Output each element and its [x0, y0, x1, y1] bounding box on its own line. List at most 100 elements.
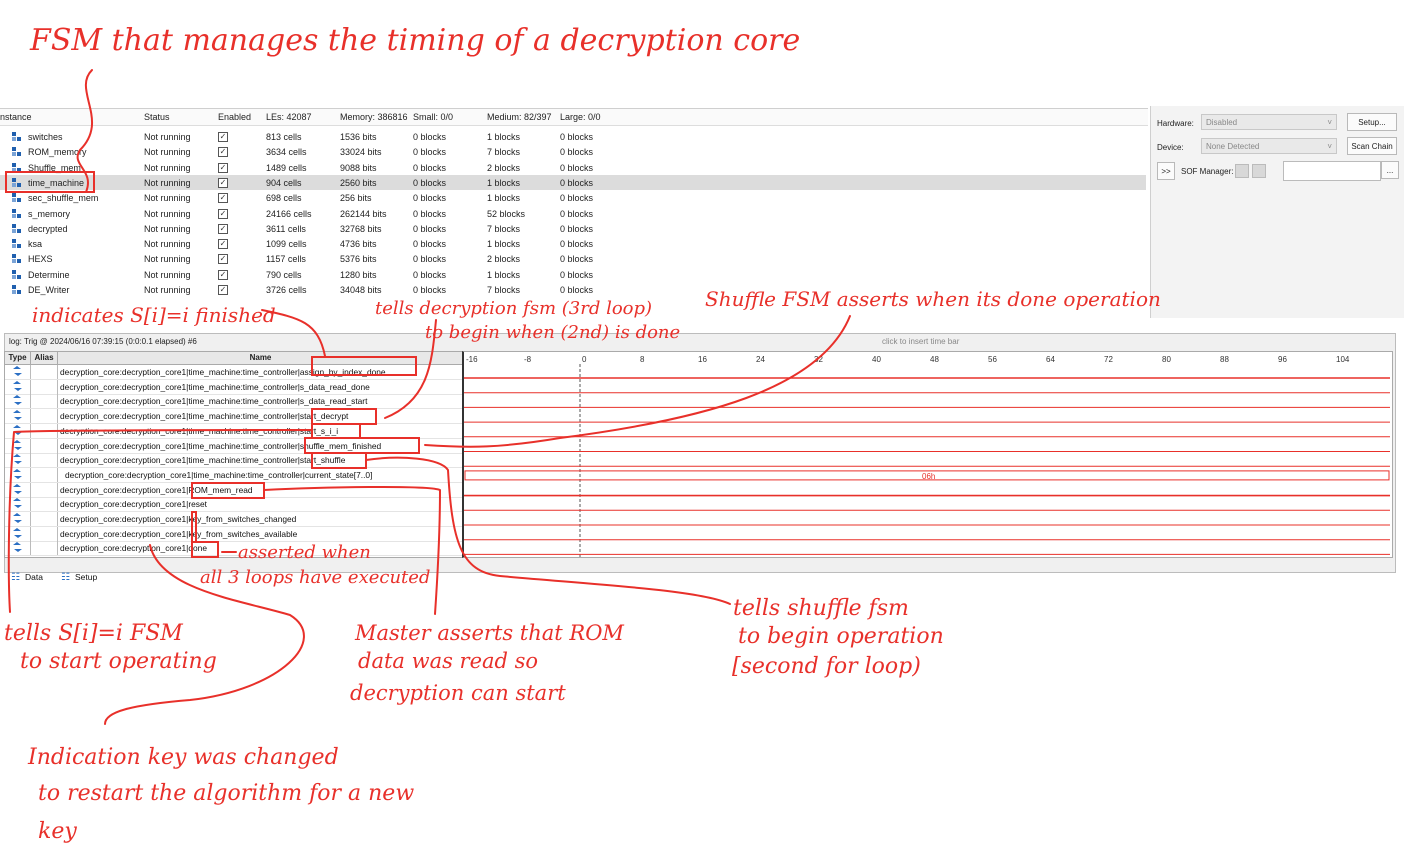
signal-type-cell [5, 482, 31, 497]
signal-row[interactable]: decryption_core:decryption_core1|time_ma… [5, 453, 463, 469]
signal-type-cell [5, 379, 31, 394]
signal-row[interactable]: decryption_core:decryption_core1|reset [5, 497, 463, 513]
col-medium[interactable]: Medium: 82/397 [487, 112, 552, 122]
instance-large: 0 blocks [560, 239, 594, 250]
signal-row[interactable]: decryption_core:decryption_core1|time_ma… [5, 394, 463, 410]
signal-row[interactable]: decryption_core:decryption_core1|time_ma… [5, 379, 463, 395]
instance-small: 0 blocks [413, 147, 447, 158]
device-select[interactable]: None Detected ˅ [1201, 138, 1337, 154]
col-type[interactable]: Type [5, 352, 31, 365]
col-memory[interactable]: Memory: 386816 [340, 112, 408, 122]
browse-button[interactable]: ... [1381, 161, 1399, 179]
signal-row[interactable]: decryption_core:decryption_core1|done [5, 541, 463, 557]
file-icon[interactable] [1252, 164, 1266, 178]
signal-row[interactable]: decryption_core:decryption_core1|key_fro… [5, 512, 463, 527]
signal-alias-cell [31, 497, 58, 512]
enabled-checkbox[interactable]: ✓ [218, 132, 228, 142]
enabled-checkbox[interactable]: ✓ [218, 193, 228, 204]
instance-large: 0 blocks [560, 254, 594, 265]
signal-row[interactable]: decryption_core:decryption_core1|time_ma… [5, 409, 463, 425]
sof-expand-button[interactable]: >> [1157, 162, 1175, 180]
instance-name: time_machine [28, 177, 85, 188]
instance-name: s_memory [28, 208, 71, 219]
time-tick-label: 80 [1162, 355, 1171, 364]
hardware-value: Disabled [1206, 118, 1238, 127]
col-large[interactable]: Large: 0/0 [560, 112, 601, 122]
instance-icon [12, 162, 21, 172]
tab-setup[interactable]: Setup [75, 572, 98, 582]
instance-medium: 2 blocks [487, 254, 521, 265]
program-device-icon[interactable] [1235, 164, 1249, 178]
signal-type-cell [5, 526, 31, 541]
enabled-checkbox[interactable]: ✓ [218, 147, 228, 158]
instance-cells: 3634 cells [266, 147, 307, 158]
col-les[interactable]: LEs: 42087 [266, 112, 312, 122]
col-status[interactable]: Status [144, 112, 170, 122]
setup-button[interactable]: Setup... [1347, 113, 1397, 131]
enabled-checkbox[interactable]: ✓ [218, 177, 228, 188]
col-enabled[interactable]: Enabled [218, 112, 252, 122]
enabled-checkbox[interactable]: ✓ [218, 254, 228, 265]
col-small[interactable]: Small: 0/0 [413, 112, 454, 122]
time-tick-label: 88 [1220, 355, 1229, 364]
scan-chain-button[interactable]: Scan Chain [1347, 137, 1397, 155]
waveform-canvas[interactable]: -16-808162432404856647280889610411206h [464, 352, 1404, 557]
signal-icon [13, 380, 22, 391]
hardware-panel: Hardware: Disabled ˅ Setup... Device: No… [1150, 106, 1404, 318]
enabled-checkbox[interactable]: ✓ [218, 285, 228, 295]
signal-row[interactable]: decryption_core:decryption_core1|key_fro… [5, 526, 463, 542]
signal-icon [13, 439, 22, 450]
signal-icon [13, 513, 22, 523]
time-tick-label: 48 [930, 355, 939, 364]
col-name[interactable]: Name [58, 352, 463, 365]
signal-name: decryption_core:decryption_core1|time_ma… [60, 440, 382, 451]
signal-icon [13, 498, 22, 509]
instance-large: 0 blocks [560, 208, 594, 219]
instance-bits: 33024 bits [340, 147, 382, 158]
instance-icon [12, 285, 21, 294]
enabled-checkbox[interactable]: ✓ [218, 269, 228, 280]
enabled-checkbox[interactable]: ✓ [218, 239, 228, 250]
signal-alias-cell [31, 365, 58, 379]
insert-time-bar-hint[interactable]: click to insert time bar [882, 337, 960, 346]
waveform-panel[interactable]: -16-808162432404856647280889610411206h [462, 351, 1404, 558]
annotation-key-l2: to restart the algorithm for a new [38, 781, 414, 806]
sof-file-input[interactable] [1283, 161, 1381, 181]
instance-name: Determine [28, 269, 70, 280]
annotation-sii-start-l2: to start operating [20, 649, 217, 674]
box-done [191, 541, 219, 558]
instance-medium: 52 blocks [487, 208, 526, 219]
instance-status: Not running [144, 285, 191, 295]
tab-data[interactable]: Data [25, 572, 43, 582]
enabled-checkbox[interactable]: ✓ [218, 162, 228, 173]
signal-name: decryption_core:decryption_core1|time_ma… [60, 411, 349, 422]
instance-cells: 813 cells [266, 132, 302, 142]
signal-name: decryption_core:decryption_core1|key_fro… [60, 514, 297, 524]
signal-name: decryption_core:decryption_core1|time_ma… [60, 396, 368, 407]
title-annotation: FSM that manages the timing of a decrypt… [29, 23, 800, 58]
col-alias[interactable]: Alias [31, 352, 58, 365]
annotation-sii-finished: indicates S[i]=i finished [32, 303, 276, 327]
enabled-checkbox[interactable]: ✓ [218, 208, 228, 219]
instance-bits: 262144 bits [340, 208, 387, 219]
instance-small: 0 blocks [413, 193, 447, 204]
instance-status: Not running [144, 132, 191, 142]
signal-row[interactable]: decryption_core:decryption_core1|time_ma… [5, 365, 463, 380]
enabled-checkbox[interactable]: ✓ [218, 223, 228, 234]
instance-medium: 1 blocks [487, 132, 521, 142]
col-instance[interactable]: nstance [0, 112, 32, 122]
instance-icon [12, 132, 21, 141]
hardware-select[interactable]: Disabled ˅ [1201, 114, 1337, 130]
signal-row[interactable]: decryption_core:decryption_core1|time_ma… [5, 438, 463, 454]
